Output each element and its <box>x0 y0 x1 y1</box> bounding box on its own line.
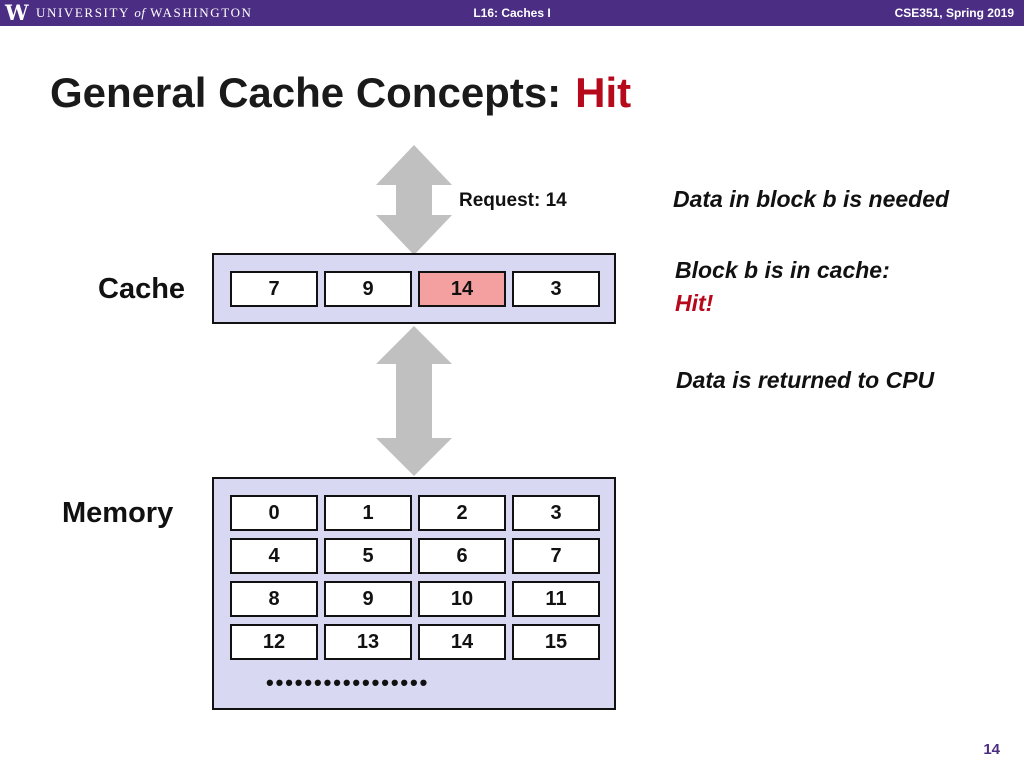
memory-block: 2 <box>418 495 506 531</box>
memory-block: 9 <box>324 581 412 617</box>
university-name-post: WASHINGTON <box>150 5 253 20</box>
memory-block: 4 <box>230 538 318 574</box>
university-name-of: of <box>134 5 146 20</box>
cache-block-hit: 14 <box>418 271 506 307</box>
memory-panel: 0 1 2 3 4 5 6 7 8 9 10 11 12 13 14 15 <box>212 477 616 710</box>
memory-block: 11 <box>512 581 600 617</box>
university-name-pre: UNIVERSITY <box>36 5 130 20</box>
cache-block: 7 <box>230 271 318 307</box>
memory-block: 10 <box>418 581 506 617</box>
cache-panel: 7 9 14 3 <box>212 253 616 324</box>
header-bar: W UNIVERSITY of WASHINGTON L16: Caches I… <box>0 0 1024 26</box>
memory-ellipsis: ••••••••••••••••• <box>266 670 430 695</box>
cache-block: 9 <box>324 271 412 307</box>
slide-title-accent: Hit <box>575 69 632 116</box>
page-number: 14 <box>983 741 1000 758</box>
memory-block: 15 <box>512 624 600 660</box>
memory-label: Memory <box>62 497 174 529</box>
cache-block: 3 <box>512 271 600 307</box>
memory-block: 0 <box>230 495 318 531</box>
memory-block: 1 <box>324 495 412 531</box>
course-label: CSE351, Spring 2019 <box>894 6 1014 20</box>
cache-label: Cache <box>98 273 186 305</box>
memory-block: 13 <box>324 624 412 660</box>
cache-memory-arrow-icon <box>376 326 452 476</box>
note-hit: Hit! <box>675 290 714 316</box>
cpu-cache-arrow-icon <box>376 145 452 255</box>
note-data-needed: Data in block b is needed <box>673 186 950 212</box>
memory-block: 14 <box>418 624 506 660</box>
university-name: UNIVERSITY of WASHINGTON <box>36 6 253 20</box>
memory-block: 5 <box>324 538 412 574</box>
memory-block: 8 <box>230 581 318 617</box>
uw-logo-icon: W <box>5 0 29 25</box>
note-block-in-cache-text: Block b is in cache: <box>675 257 890 283</box>
slide-title: General Cache Concepts: Hit <box>50 64 631 122</box>
memory-block: 12 <box>230 624 318 660</box>
slide-title-main: General Cache Concepts: <box>50 69 562 116</box>
note-block-in-cache: Block b is in cache: Hit! <box>675 255 890 318</box>
memory-block: 7 <box>512 538 600 574</box>
memory-block: 6 <box>418 538 506 574</box>
request-label: Request: 14 <box>459 190 567 211</box>
memory-block: 3 <box>512 495 600 531</box>
note-data-returned: Data is returned to CPU <box>676 367 935 393</box>
lecture-title: L16: Caches I <box>473 6 551 20</box>
